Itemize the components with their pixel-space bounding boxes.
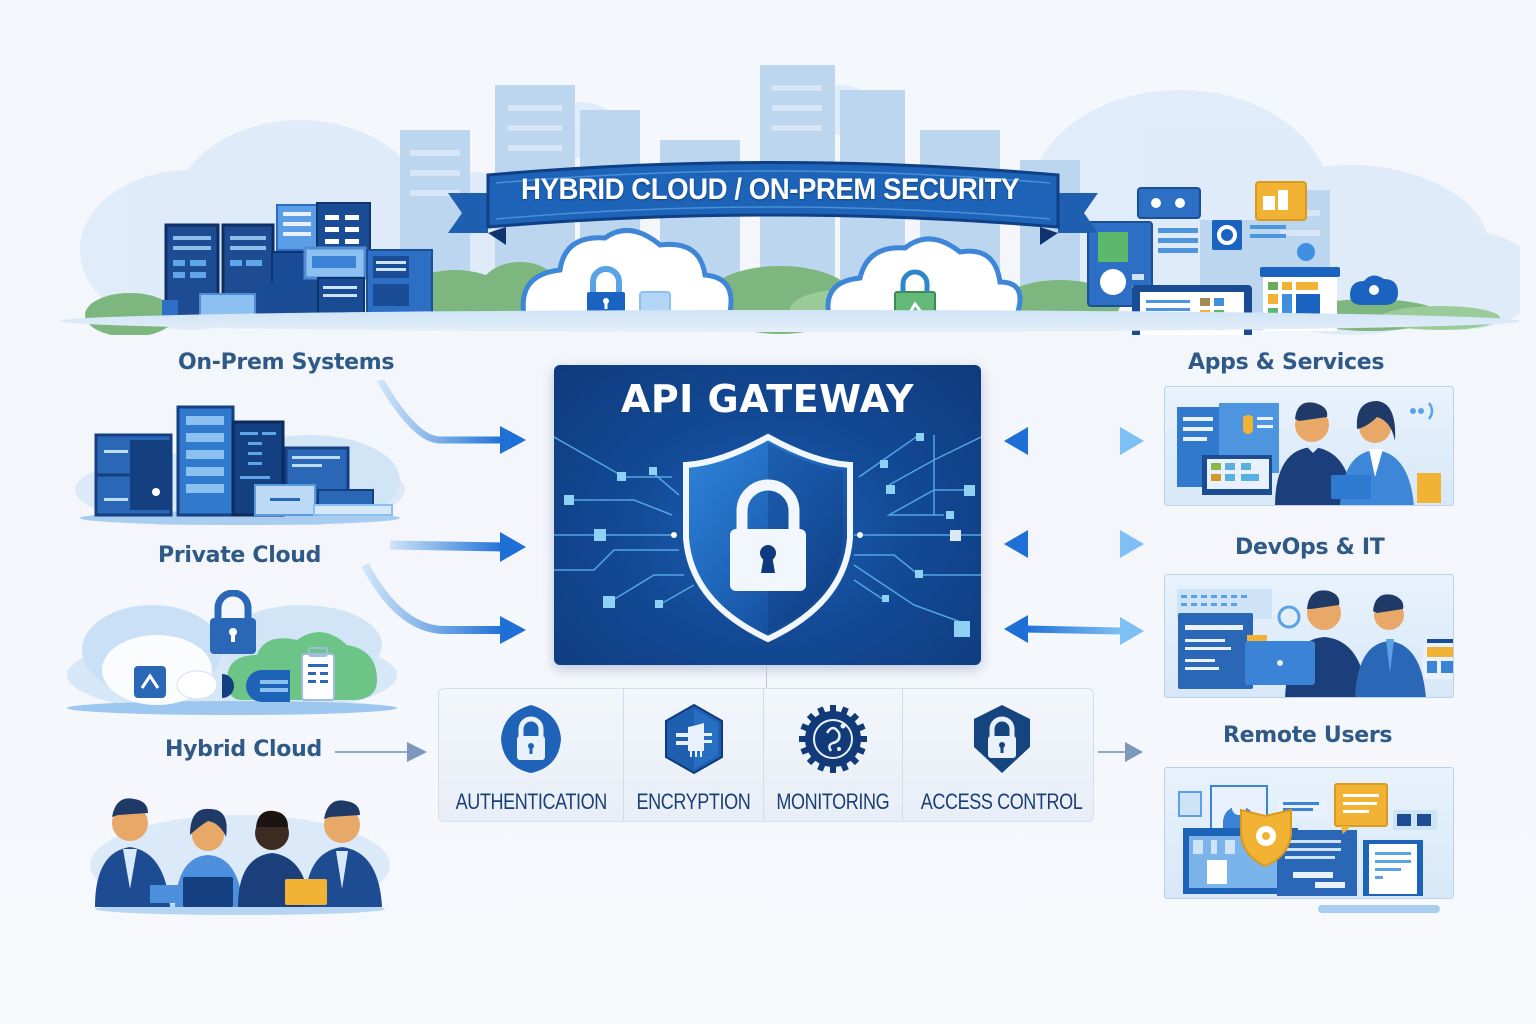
gateway-connector xyxy=(766,665,767,689)
server-rack-icon xyxy=(75,405,405,525)
feature-encryption[interactable]: ENCRYPTION xyxy=(624,689,765,821)
destination-label-apps: Apps & Services xyxy=(1188,350,1385,375)
skyline-illustration xyxy=(80,65,1520,335)
apps-cluster-icon xyxy=(1087,181,1398,335)
remote-dashboard-icon xyxy=(1178,783,1437,896)
arrow-on-prem xyxy=(376,380,526,454)
feature-access-control[interactable]: ACCESS CONTROL xyxy=(903,689,1100,821)
source-label-on-prem: On-Prem Systems xyxy=(178,350,395,375)
destination-label-devops: DevOps & IT xyxy=(1235,535,1385,560)
feature-label: ACCESS CONTROL xyxy=(920,789,1083,814)
title-banner xyxy=(448,161,1098,245)
source-label-private-cloud: Private Cloud xyxy=(158,543,322,568)
cloud-lock-icon xyxy=(520,227,734,323)
arrow-apps-services xyxy=(1004,427,1144,455)
shield-lock-icon xyxy=(683,433,853,643)
skyline-ground xyxy=(60,310,1520,332)
cloud-lock-icon xyxy=(67,590,397,715)
source-label-hybrid-cloud: Hybrid Cloud xyxy=(165,737,322,762)
encryption-chip-icon xyxy=(664,703,723,775)
apps-services-card[interactable] xyxy=(1164,386,1454,506)
devops-it-card[interactable] xyxy=(1164,574,1454,698)
circuit-lines xyxy=(554,433,981,637)
feature-label: ENCRYPTION xyxy=(636,789,751,814)
devops-team-icon xyxy=(1177,589,1453,697)
banner-title: HYBRID CLOUD / ON-PREM SECURITY xyxy=(521,173,1019,206)
app-team-icon xyxy=(1177,401,1441,505)
feature-authentication[interactable]: AUTHENTICATION xyxy=(439,689,625,821)
arrow-devops-it xyxy=(1004,530,1144,558)
feature-label: MONITORING xyxy=(776,789,890,814)
arrow-hybrid-to-features xyxy=(335,742,427,762)
lock-icon xyxy=(501,705,562,773)
monitoring-gear-icon xyxy=(799,705,868,773)
arrow-features-to-remote xyxy=(1098,742,1143,762)
api-gateway-panel[interactable]: API GATEWAY xyxy=(554,365,981,665)
destination-label-remote: Remote Users xyxy=(1223,723,1393,748)
remote-users-card[interactable] xyxy=(1164,767,1454,899)
bidirectional-arrows xyxy=(1004,427,1144,645)
arrow-remote-users xyxy=(1004,615,1144,645)
inbound-arrows xyxy=(361,380,526,644)
arrow-hybrid-cloud xyxy=(361,563,526,644)
feature-label: AUTHENTICATION xyxy=(455,789,608,814)
team-icon xyxy=(90,798,390,915)
security-features-panel: AUTHENTICATION ENCRYPTION xyxy=(438,688,1094,822)
on-prem-servers-icon xyxy=(162,202,433,322)
shield-lock-icon xyxy=(973,705,1030,773)
arrow-private-cloud xyxy=(389,532,526,562)
remote-users-base xyxy=(1318,905,1440,913)
feature-monitoring[interactable]: MONITORING xyxy=(764,689,903,821)
gateway-title: API GATEWAY xyxy=(620,377,915,421)
